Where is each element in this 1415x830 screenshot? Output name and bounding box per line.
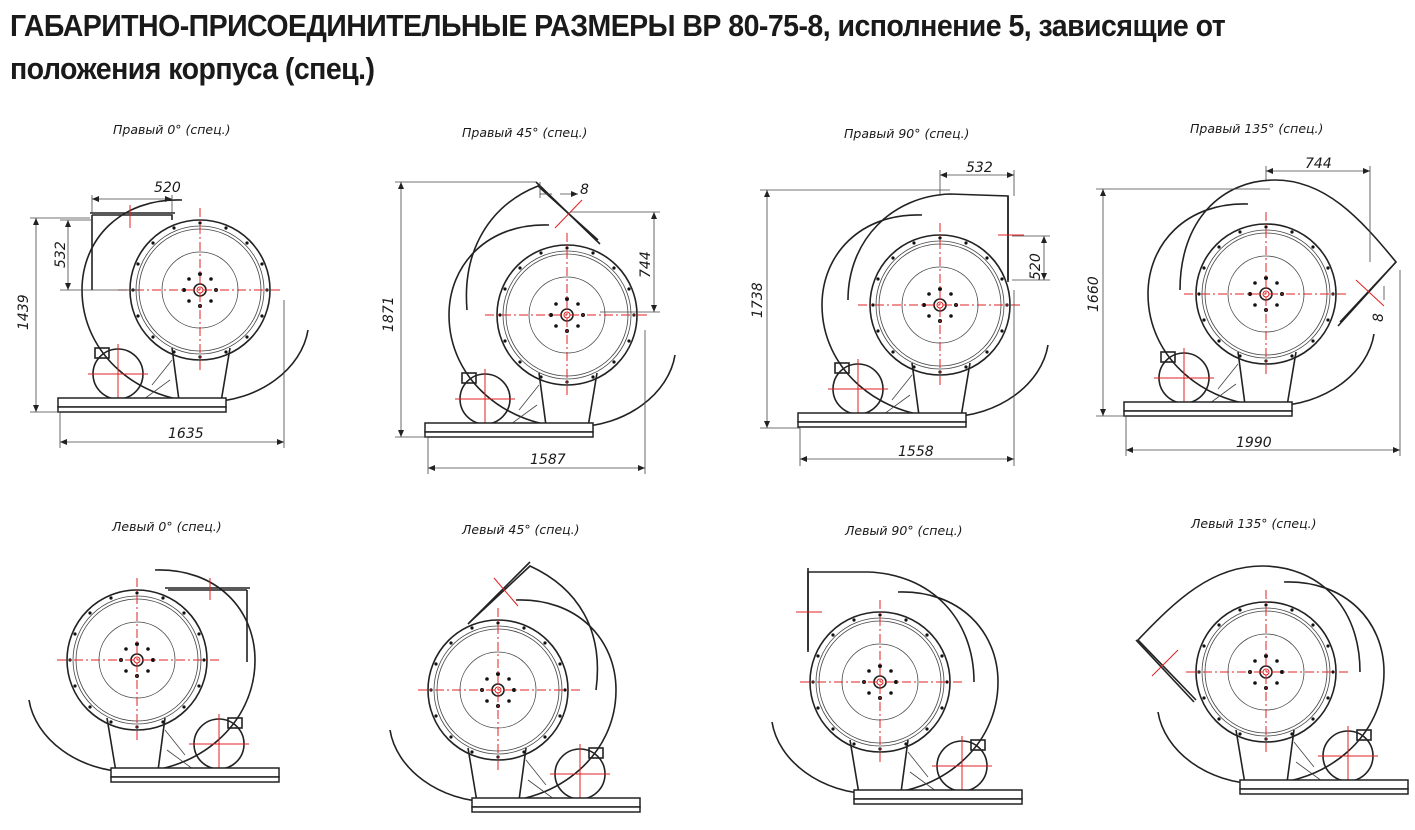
page-title: ГАБАРИТНО-ПРИСОЕДИНИТЕЛЬНЫЕ РАЗМЕРЫ ВР 8… (10, 8, 1226, 86)
caption-right-135: Правый 135° (спец.) (1190, 121, 1323, 136)
dim-offset-r0: 532 (53, 241, 69, 268)
dim-width-r45: 1587 (530, 452, 566, 468)
dim-width-r135: 1990 (1236, 435, 1272, 451)
view-left-90: Левый 90° (спец.) (772, 523, 1022, 804)
dim-height-r0: 1439 (16, 294, 32, 330)
caption-left-0: Левый 0° (спец.) (111, 519, 222, 534)
caption-left-45: Левый 45° (спец.) (461, 522, 580, 537)
caption-right-90: Правый 90° (спец.) (844, 126, 969, 141)
view-left-0: Левый 0° (спец.) (29, 519, 279, 782)
dim-width-r0: 1635 (168, 426, 204, 442)
caption-right-45: Правый 45° (спец.) (462, 125, 587, 140)
dim-width-r90: 1558 (898, 444, 934, 460)
view-left-45: Левый 45° (спец.) (390, 522, 640, 812)
view-right-90: Правый 90° (спец.) 532 520 1738 1558 (750, 126, 1050, 466)
dim-offset-r90: 532 (966, 160, 993, 176)
view-right-0: Правый 0° (спец.) 520 532 1439 1635 (16, 122, 309, 448)
dim-flange-r135: 8 (1371, 313, 1387, 322)
caption-left-135: Левый 135° (спец.) (1190, 516, 1316, 531)
dim-outlet-r90: 520 (1028, 253, 1044, 280)
dim-outlet-r0: 520 (154, 180, 181, 196)
view-right-135: Правый 135° (спец.) 744 8 1660 1990 (1086, 121, 1401, 456)
dim-outlet-r45: 744 (638, 251, 654, 278)
dim-height-r90: 1738 (750, 282, 766, 318)
view-right-45: Правый 45° (спец.) 8 744 1871 1587 (381, 125, 676, 474)
dim-height-r135: 1660 (1086, 276, 1102, 312)
caption-left-90: Левый 90° (спец.) (844, 523, 963, 538)
view-left-135: Левый 135° (спец.) (1135, 516, 1408, 794)
dim-outlet-r135: 744 (1305, 156, 1332, 172)
caption-right-0: Правый 0° (спец.) (113, 122, 230, 137)
dim-height-r45: 1871 (381, 296, 397, 332)
dim-flange-r45: 8 (580, 182, 589, 198)
